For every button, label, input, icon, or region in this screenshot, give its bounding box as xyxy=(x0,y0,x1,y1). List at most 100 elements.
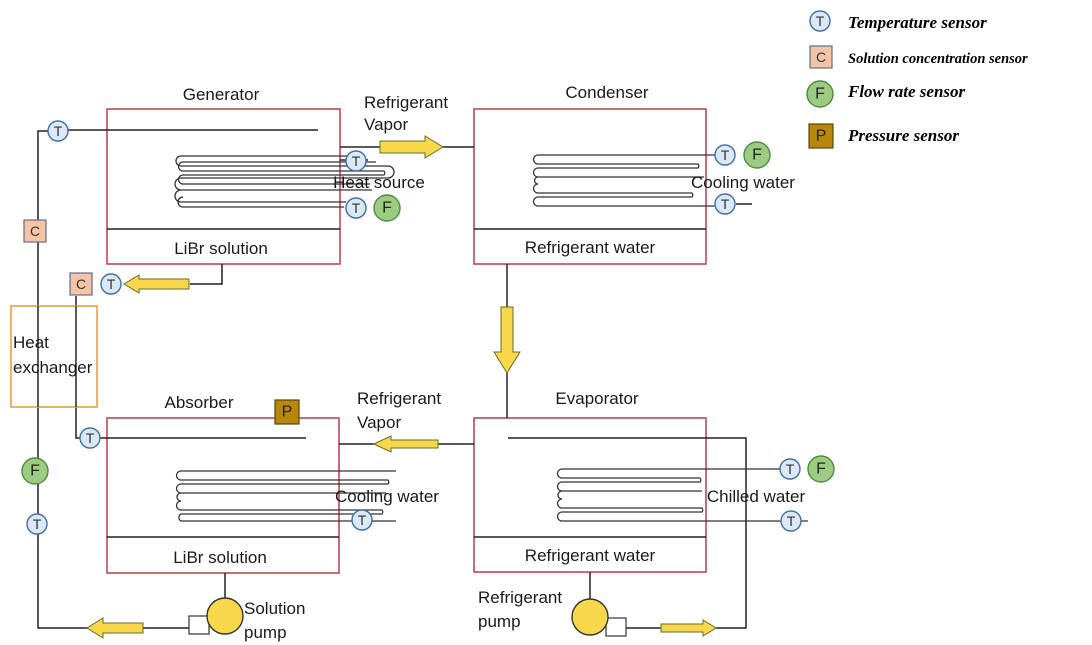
legend-pressure-sensor: P Pressure sensor xyxy=(808,123,959,149)
temperature-sensor-icon xyxy=(809,10,831,32)
temperature-sensor-icon xyxy=(47,120,69,142)
temperature-sensor: T xyxy=(779,458,801,480)
concentration-sensor-icon xyxy=(23,219,47,243)
absorber-coil xyxy=(175,470,396,522)
absorber-vessel xyxy=(106,417,340,574)
generator: Generator LiBr solution Heat source xyxy=(106,85,425,265)
refrigerant-pump-icon xyxy=(571,598,609,636)
temperature-sensor-icon xyxy=(351,509,373,531)
temperature-sensor: T xyxy=(47,120,69,142)
legend-temperature-label: Temperature sensor xyxy=(848,13,987,32)
evaporator-chilled-water-label: Chilled water xyxy=(707,487,806,506)
heat-exchanger-label-2: exchanger xyxy=(13,358,93,377)
absorber: Absorber LiBr solution Cooling water xyxy=(106,393,439,574)
condenser-vessel xyxy=(473,108,707,265)
temperature-sensor-icon xyxy=(714,144,736,166)
refrigerant-pump-housing xyxy=(605,617,627,637)
generator-coil-lower xyxy=(177,161,386,208)
legend-concentration-sensor: C Solution concentration sensor xyxy=(809,45,1028,69)
sensor-symbol: F xyxy=(752,147,762,164)
strong-solution-arrow xyxy=(123,274,190,294)
sensor-symbol: P xyxy=(282,404,293,421)
condenser: Condenser Refrigerant water Cooling wate… xyxy=(473,83,795,265)
concentration-sensor-icon xyxy=(809,45,833,69)
vapor-middle-label-2: Vapor xyxy=(357,413,401,432)
flow-sensor-icon xyxy=(807,455,835,483)
legend-pressure-symbol: P xyxy=(816,128,827,145)
heat-exchanger-box xyxy=(10,305,98,408)
legend-concentration-label: Solution concentration sensor xyxy=(848,51,1028,67)
generator-vessel xyxy=(106,108,341,265)
generator-coil-upper xyxy=(174,155,395,191)
temperature-sensor-icon xyxy=(779,458,801,480)
legend-temperature-sensor: T Temperature sensor xyxy=(809,10,987,32)
temperature-sensor: T xyxy=(351,509,373,531)
sensor-symbol: T xyxy=(721,147,730,163)
sensors: T T T F T F T xyxy=(21,120,835,535)
sensor-symbol: F xyxy=(30,463,40,480)
sensor-symbol: T xyxy=(86,430,95,446)
absorber-solution-label: LiBr solution xyxy=(173,548,267,567)
evaporator: Evaporator Refrigerant water Chilled wat… xyxy=(473,389,808,573)
refrigerant-water-arrow xyxy=(493,306,521,374)
vapor-middle-label-1: Refrigerant xyxy=(357,389,441,408)
sensor-symbol: C xyxy=(76,276,86,292)
temperature-sensor: T xyxy=(714,144,736,166)
vapor-top-label-1: Refrigerant xyxy=(364,93,448,112)
pressure-sensor-icon xyxy=(808,123,834,149)
sensor-symbol: C xyxy=(30,223,40,239)
vapor-middle-arrow xyxy=(372,435,439,453)
condenser-cooling-water-label: Cooling water xyxy=(691,173,795,192)
generator-outlet-pipe xyxy=(190,264,223,285)
vapor-top-label-2: Vapor xyxy=(364,115,408,134)
evaporator-coil-join xyxy=(557,490,563,500)
flow-sensor: F xyxy=(807,455,835,483)
pressure-sensor: P xyxy=(274,399,300,425)
legend: T Temperature sensor C Solution concentr… xyxy=(806,10,1028,149)
temperature-sensor: T xyxy=(345,150,367,172)
evaporator-solution-label: Refrigerant water xyxy=(525,546,656,565)
heat-exchanger-label-1: Heat xyxy=(13,333,49,352)
flow-sensor-icon xyxy=(743,141,771,169)
temperature-sensor: T xyxy=(780,510,802,532)
sensor-symbol: T xyxy=(107,276,116,292)
temperature-sensor-icon xyxy=(345,150,367,172)
heat-exchanger: Heat exchanger xyxy=(10,305,98,408)
evaporator-coil xyxy=(556,468,808,522)
sensor-symbol: T xyxy=(33,516,42,532)
sensor-symbol: T xyxy=(721,196,730,212)
pressure-sensor-icon xyxy=(274,399,300,425)
flow-arrows xyxy=(86,135,717,639)
generator-solution-label: LiBr solution xyxy=(174,239,268,258)
temperature-sensor-icon xyxy=(100,273,122,295)
flow-sensor: F xyxy=(743,141,771,169)
condenser-solution-label: Refrigerant water xyxy=(525,238,656,257)
concentration-sensor: C xyxy=(69,272,93,296)
flow-sensor-icon xyxy=(373,194,401,222)
legend-flow-sensor: F Flow rate sensor xyxy=(806,80,966,108)
solution-pump: Solution pump xyxy=(188,597,305,642)
temperature-sensor: T xyxy=(79,427,101,449)
flow-sensor-icon xyxy=(21,457,49,485)
refrigerant-pump: Refrigerant pump xyxy=(478,588,627,637)
flow-sensor: F xyxy=(21,457,49,485)
condenser-coil xyxy=(532,154,716,207)
sensor-symbol: T xyxy=(352,200,361,216)
temperature-sensor: T xyxy=(100,273,122,295)
absorber-cooling-water-label: Cooling water xyxy=(335,487,439,506)
refrigerant-pump-label-2: pump xyxy=(478,612,521,631)
refrigerant-return-arrow xyxy=(660,619,717,637)
absorber-title: Absorber xyxy=(165,393,234,412)
legend-concentration-symbol: C xyxy=(816,49,826,65)
generator-heat-source-label: Heat source xyxy=(333,173,425,192)
sensor-symbol: F xyxy=(816,461,826,478)
sensor-symbol: T xyxy=(787,513,796,529)
sensor-symbol: F xyxy=(382,200,392,217)
temperature-sensor-icon xyxy=(79,427,101,449)
concentration-sensor: C xyxy=(23,219,47,243)
temperature-sensor-icon xyxy=(345,197,367,219)
evaporator-title: Evaporator xyxy=(555,389,638,408)
sensor-symbol: T xyxy=(786,461,795,477)
sensor-symbol: T xyxy=(358,512,367,528)
